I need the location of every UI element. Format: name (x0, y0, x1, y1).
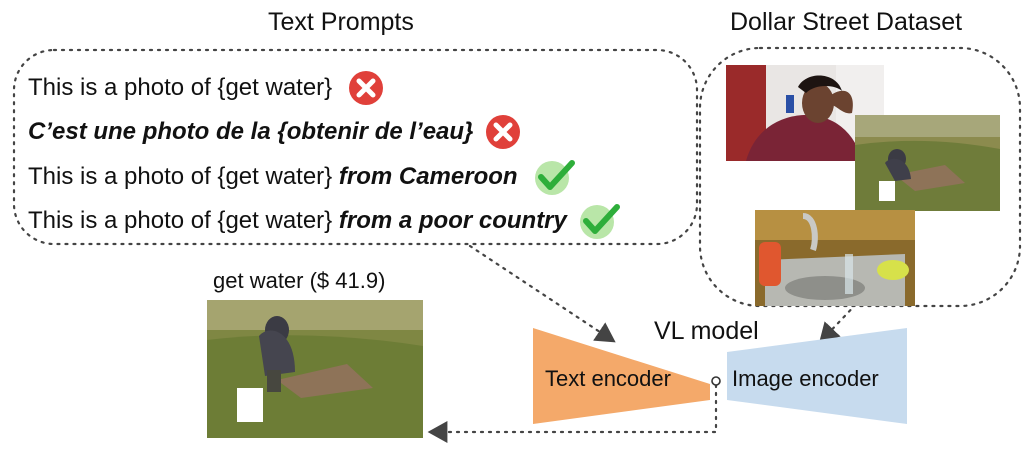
similarity-node (711, 376, 721, 386)
image-encoder-label: Image encoder (732, 366, 879, 391)
prompt-row-4: This is a photo of {get water} from a po… (28, 199, 621, 243)
text-encoder-label: Text encoder (545, 366, 671, 391)
check-icon (577, 199, 621, 243)
cross-icon (483, 112, 523, 152)
prompt-row-2: C’est une photo de la {obtenir de l’eau} (28, 112, 523, 152)
result-caption: get water ($ 41.9) (213, 268, 386, 293)
prompt-row-3: This is a photo of {get water} from Came… (28, 155, 576, 199)
prompt-row-1: This is a photo of {get water} (28, 68, 386, 108)
dataset-title: Dollar Street Dataset (730, 8, 963, 36)
prompt-text: This is a photo of {get water} (28, 207, 339, 234)
check-icon (532, 155, 576, 199)
prompt-text: This is a photo of {get water} (28, 163, 339, 190)
prompts-to-text-encoder-arrow (468, 244, 616, 343)
vl-model-title: VL model (654, 317, 759, 345)
text-prompts-title: Text Prompts (268, 8, 414, 36)
prompt-emphasis: from a poor country (338, 207, 567, 234)
prompt-box-outline (12, 48, 699, 246)
similarity-to-result-arrow (427, 383, 718, 443)
image-encoder-shape (727, 328, 907, 424)
dataset-photo-well (855, 115, 1000, 211)
prompt-emphasis: from Cameroon (338, 163, 518, 190)
text-encoder-shape (533, 328, 710, 424)
dataset-box-outline (698, 46, 1022, 308)
prompt-text-french: C’est une photo de la {obtenir de l’eau} (28, 118, 474, 145)
prompt-text: This is a photo of {get water} (28, 74, 333, 101)
dataset-photo-sink (755, 210, 915, 306)
result-photo (207, 300, 423, 438)
cross-icon (346, 68, 386, 108)
